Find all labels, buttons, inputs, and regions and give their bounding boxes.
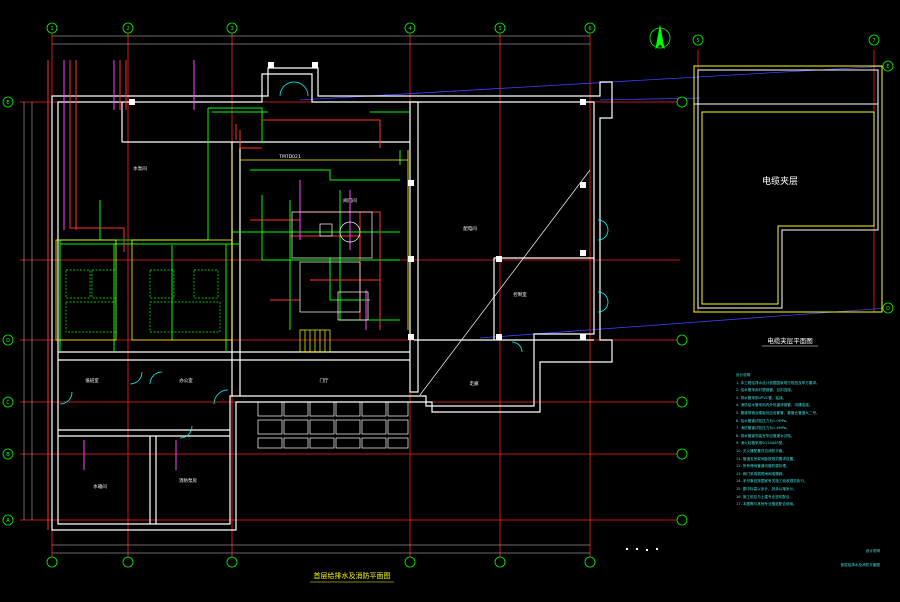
drain-pipes [63,60,367,470]
svg-text:值班室: 值班室 [85,377,99,384]
svg-text:E: E [886,64,889,70]
note-line: 设计说明 [736,373,751,377]
note-line: 9. 消火栓箱采用SG24A65型。 [736,441,786,446]
axis-labels: 1 2 3 4 5 6 E D C B A 5 7 E D [6,26,890,524]
notes-footer: 设计说明 [866,548,881,553]
inset-room-label: 电缆夹层 [762,175,798,187]
stair [299,329,331,353]
svg-text:6: 6 [588,26,591,32]
axis-bubble-6 [584,22,596,34]
axis-bubble-1 [46,22,58,34]
svg-text:水箱间: 水箱间 [93,483,107,490]
tanks [291,211,373,321]
note-line: 1. 本工程给排水设计依据国家现行规范及甲方要求。 [736,380,820,385]
svg-text:1: 1 [50,26,53,32]
svg-text:门厅: 门厅 [320,377,329,384]
svg-text:E: E [6,100,9,106]
sheet-number: 首层给排水及消防平面图 [840,562,880,567]
pump-sets [65,269,221,333]
note-line: 14. 未尽事宜按国家有关施工验收规范执行。 [736,479,808,484]
top-axis-bubbles [2,22,894,568]
svg-text:配电间: 配电间 [463,225,477,232]
room-labels: 水泵间 配电间 控制室 门厅 走廊 值班室 办公室 水箱间 消防泵房 TM7D0… [85,154,527,490]
svg-text:办公室: 办公室 [179,377,193,384]
north-arrow-icon [649,25,671,50]
note-line: 16. 施工前应与土建专业密切配合。 [736,494,794,499]
axis-bubble-2 [122,22,134,34]
note-line: 11. 管道支吊架间距按规范要求设置。 [736,456,797,461]
note-line: 13. 阀门采用铜质闸阀或蝶阀。 [736,471,786,476]
building-walls [51,67,613,531]
note-line: 6. 给水管道试验压力为1.0MPa。 [736,418,790,423]
note-line: 7. 消防管道试验压力为1.4MPa。 [736,426,790,431]
note-line: 15. 图中标高以米计，其余以毫米计。 [736,486,797,491]
svg-text:3: 3 [230,26,233,32]
svg-text:4: 4 [408,26,411,32]
svg-text:阀门间: 阀门间 [343,197,357,204]
note-line: 8. 排水管道安装完毕应做灌水试验。 [736,433,795,438]
svg-text:D: D [886,306,890,312]
design-notes: 设计说明 1. 本工程给排水设计依据国家现行规范及甲方要求。 2. 给水管采用衬… [736,372,886,509]
svg-text:D: D [6,338,10,344]
svg-text:5: 5 [498,26,501,32]
note-line: 4. 消防给水管采用内外热镀锌钢管，沟槽连接。 [736,403,813,408]
inset-title: 电缆夹层平面图 [767,336,813,345]
svg-text:2: 2 [126,26,129,32]
inset-plan [693,65,883,313]
svg-text:7: 7 [872,38,875,44]
note-line: 17. 本图需与其他专业图纸配合使用。 [736,502,797,507]
svg-text:TM7D021: TM7D021 [278,154,301,160]
note-line: 12. 所有埋地管道均做防腐处理。 [736,464,790,469]
svg-text:B: B [6,452,10,458]
svg-text:控制室: 控制室 [513,291,527,298]
equipment-cabinets [257,401,409,449]
note-line: 5. 管道穿墙及楼板处应设套管，套管比管道大二号。 [736,410,820,415]
svg-text:C: C [6,400,10,406]
note-line: 10. 灭火器配置详见消防平面。 [736,448,786,453]
scale-marks [626,548,658,551]
axis-bubble-4 [404,22,416,34]
svg-text:A: A [6,518,10,524]
svg-text:消防泵房: 消防泵房 [179,477,197,484]
axis-bubble-3 [226,22,238,34]
svg-text:走廊: 走廊 [470,380,479,387]
doors [59,81,609,439]
axis-bubble-5 [494,22,506,34]
note-line: 3. 排水管采用UPVC管，粘接。 [736,395,787,400]
note-line: 2. 给水管采用衬塑钢管，丝扣连接。 [736,388,795,393]
svg-text:5: 5 [696,38,699,44]
svg-text:水泵间: 水泵间 [133,165,147,172]
dimension-lines [23,35,590,554]
columns [129,62,586,340]
diagonal-line [419,169,591,396]
main-title: 首层给排水及消防平面图 [314,571,391,580]
